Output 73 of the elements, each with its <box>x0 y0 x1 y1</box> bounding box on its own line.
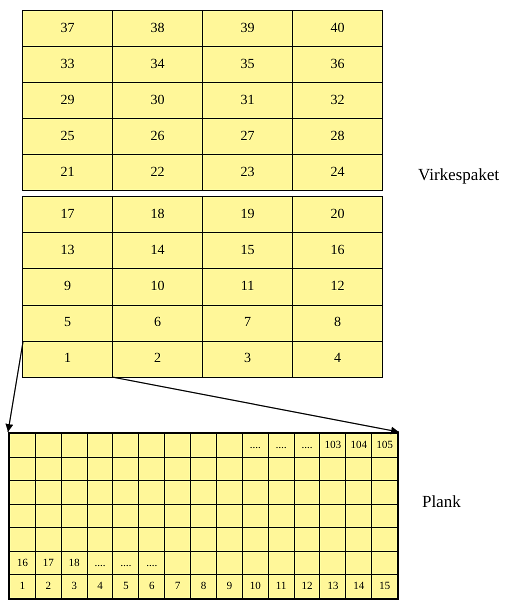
number-cell: 13 <box>320 575 346 598</box>
number-cell: 10 <box>242 575 268 598</box>
number-cell: 15 <box>372 575 397 598</box>
number-cell: 28 <box>293 119 382 154</box>
number-cell: 29 <box>23 83 112 118</box>
number-cell: 103 <box>320 434 346 457</box>
number-cell: 12 <box>294 575 320 598</box>
number-cell: 1 <box>23 342 112 377</box>
number-cell: 5 <box>113 575 138 598</box>
number-cell: 4 <box>293 342 382 377</box>
number-cell: 8 <box>293 306 382 341</box>
number-cell: 7 <box>203 306 292 341</box>
plank-grid <box>8 432 399 600</box>
section-label: Virkespaket <box>418 166 500 183</box>
number-cell: 14 <box>346 575 372 598</box>
number-cell: 16 <box>293 233 382 268</box>
number-cell: 37 <box>23 11 112 46</box>
number-cell: 27 <box>203 119 292 154</box>
number-cell: 16 <box>10 552 35 574</box>
number-cell: 33 <box>23 47 112 82</box>
number-cell: 12 <box>293 269 382 305</box>
number-cell: 6 <box>113 306 202 341</box>
number-cell: 1 <box>10 575 35 598</box>
number-cell: 13 <box>23 233 112 268</box>
number-cell: 2 <box>36 575 61 598</box>
number-cell: 22 <box>113 155 202 190</box>
number-cell: .... <box>294 434 320 457</box>
number-cell: .... <box>139 552 164 574</box>
number-cell: 4 <box>88 575 112 598</box>
number-cell: 20 <box>293 197 382 232</box>
number-cell: 34 <box>113 47 202 82</box>
package-block <box>22 10 383 191</box>
number-cell: 26 <box>113 119 202 154</box>
number-cell: 9 <box>216 575 242 598</box>
number-cell: 17 <box>23 197 112 232</box>
number-cell: 3 <box>62 575 87 598</box>
arrow <box>112 376 400 434</box>
number-cell: 24 <box>293 155 382 190</box>
number-cell: 8 <box>191 575 216 598</box>
number-cell: 19 <box>203 197 292 232</box>
number-cell: 7 <box>165 575 190 598</box>
number-cell: 14 <box>113 233 202 268</box>
number-cell: 21 <box>23 155 112 190</box>
number-cell: 5 <box>23 306 112 341</box>
number-cell: .... <box>88 552 112 574</box>
number-cell: .... <box>242 434 268 457</box>
package-block <box>22 196 383 378</box>
number-cell: 18 <box>62 552 87 574</box>
number-cell: 2 <box>113 342 202 377</box>
number-cell: 25 <box>23 119 112 154</box>
number-cell: 9 <box>23 269 112 305</box>
number-cell: .... <box>113 552 138 574</box>
number-cell: 32 <box>293 83 382 118</box>
number-cell: 6 <box>139 575 164 598</box>
number-cell: 11 <box>268 575 294 598</box>
number-cell: 38 <box>113 11 202 46</box>
number-cell: 31 <box>203 83 292 118</box>
number-cell: .... <box>268 434 294 457</box>
number-cell: 15 <box>203 233 292 268</box>
number-cell: 39 <box>203 11 292 46</box>
number-cell: 36 <box>293 47 382 82</box>
number-cell: 35 <box>203 47 292 82</box>
number-cell: 3 <box>203 342 292 377</box>
section-label: Plank <box>422 493 461 510</box>
number-cell: 104 <box>346 434 372 457</box>
number-cell: 18 <box>113 197 202 232</box>
number-cell: 17 <box>36 552 61 574</box>
number-cell: 40 <box>293 11 382 46</box>
number-cell: 30 <box>113 83 202 118</box>
number-cell: 23 <box>203 155 292 190</box>
number-cell: 11 <box>203 269 292 305</box>
number-cell: 10 <box>113 269 202 305</box>
number-cell: 105 <box>372 434 397 457</box>
